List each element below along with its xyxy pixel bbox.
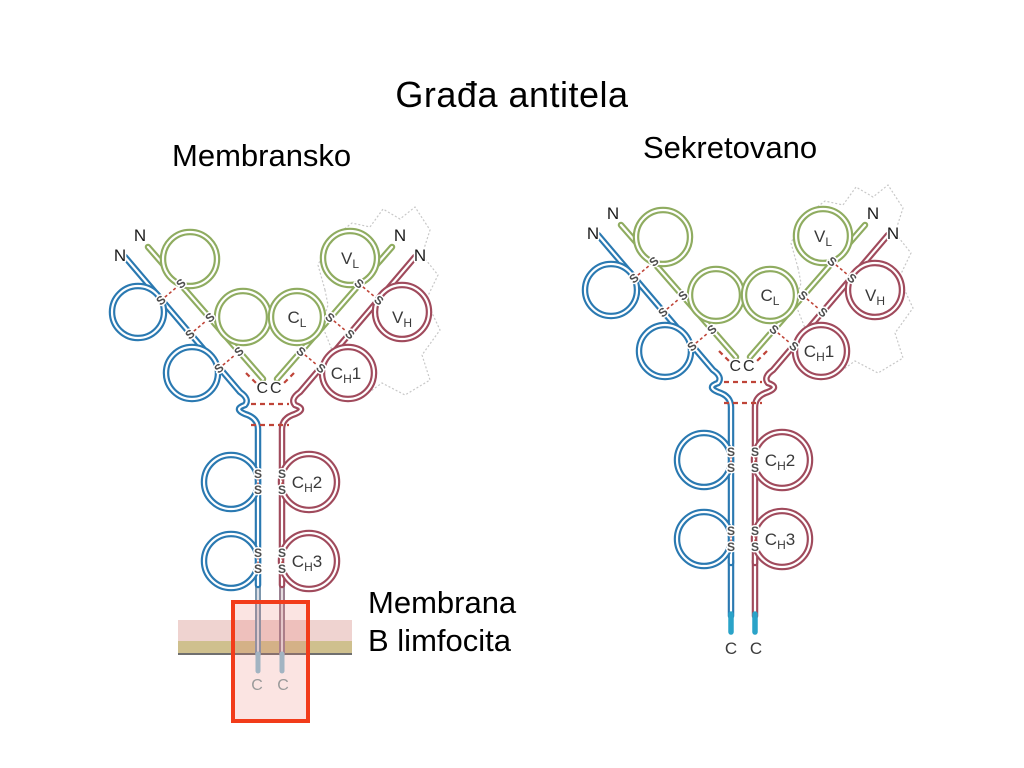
page-title: Građa antitela: [395, 74, 629, 115]
membrane-caption-line1: Membrana: [368, 585, 517, 620]
c-terminus-label: C: [725, 639, 737, 658]
c-terminus-label: C: [251, 677, 263, 694]
secreted-tails: [727, 557, 759, 635]
membrane-highlight-box: [231, 600, 310, 723]
membrane-anchored-tails: [255, 580, 285, 674]
heading-membransko: Membransko: [172, 138, 352, 173]
membrane-caption-line2: B limfocita: [368, 623, 511, 658]
c-terminus-label: C: [750, 639, 762, 658]
c-terminus-label: C: [277, 677, 289, 694]
membrane-caption: Membrana B limfocita: [368, 584, 516, 660]
heading-sekretovano: Sekretovano: [643, 130, 818, 165]
membrane-bound-antibody: [112, 207, 440, 589]
secreted-antibody: [585, 185, 913, 567]
